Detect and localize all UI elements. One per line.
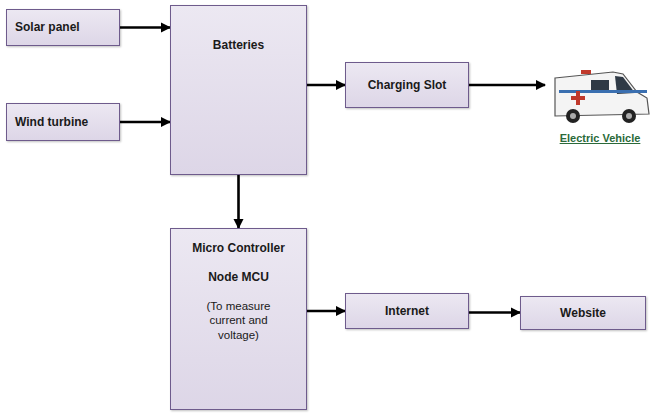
arrow-connector bbox=[120, 121, 170, 124]
arrow-connector bbox=[469, 84, 545, 87]
arrow-connector bbox=[237, 175, 240, 228]
arrow-connector bbox=[307, 310, 345, 313]
box-label: Solar panel bbox=[15, 20, 80, 35]
vehicle-illustration bbox=[545, 62, 655, 126]
box-label: Charging Slot bbox=[368, 78, 447, 93]
box-label: Micro Controller bbox=[192, 241, 285, 256]
process-box: Charging Slot bbox=[345, 62, 469, 108]
box-label: Node MCU bbox=[208, 270, 269, 285]
process-box: Wind turbine bbox=[6, 103, 120, 141]
arrow-connector bbox=[120, 26, 170, 29]
vehicle-label: Electric Vehicle bbox=[560, 132, 641, 146]
vehicle-figure: Electric Vehicle bbox=[545, 62, 655, 148]
process-box: Micro ControllerNode MCU (To measure curr… bbox=[170, 228, 307, 410]
box-label: Internet bbox=[385, 304, 429, 319]
box-label: Website bbox=[560, 306, 606, 321]
box-note: (To measure current and voltage) bbox=[197, 299, 281, 342]
arrow-connector bbox=[469, 311, 520, 314]
box-label: Batteries bbox=[213, 38, 264, 53]
process-box: Batteries bbox=[170, 5, 307, 175]
process-box: Solar panel bbox=[6, 9, 120, 46]
arrow-connector bbox=[307, 84, 345, 87]
process-box: Internet bbox=[345, 293, 469, 329]
process-box: Website bbox=[520, 296, 646, 330]
box-label: Wind turbine bbox=[15, 115, 88, 130]
